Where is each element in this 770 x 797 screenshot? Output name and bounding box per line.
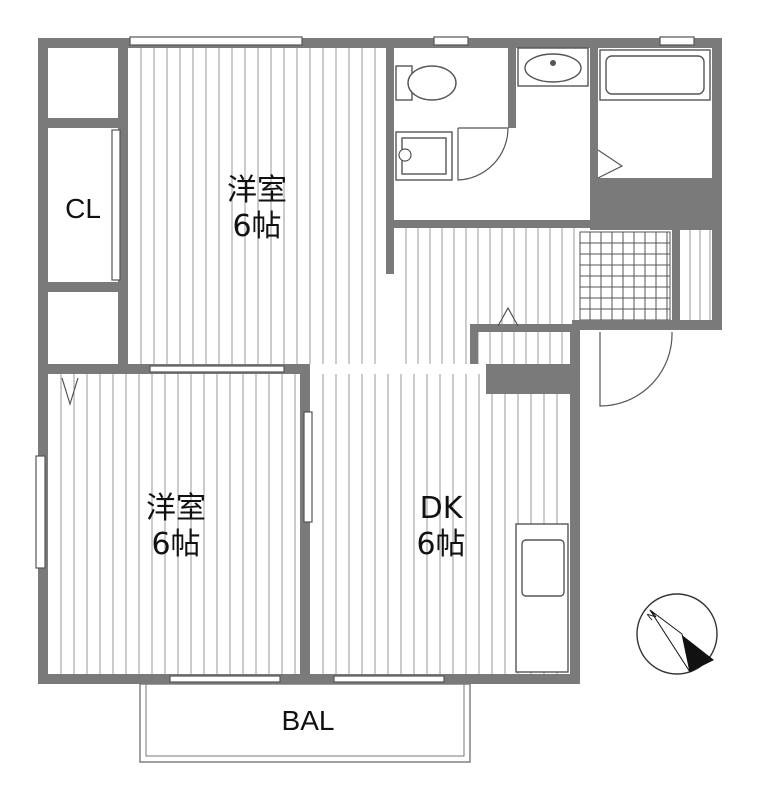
bathtub-icon	[599, 49, 711, 101]
dk-name: DK	[420, 491, 464, 526]
windows	[35, 36, 695, 683]
washbasin-icon	[517, 47, 589, 87]
entrance-tile-grid	[579, 231, 671, 325]
compass-north-icon: N	[636, 593, 718, 675]
floor-boards	[60, 48, 711, 674]
dk-size: 6帖	[416, 527, 465, 562]
closet-label: CL	[65, 193, 101, 224]
kitchen-sink-icon	[515, 523, 569, 673]
balcony-label: BAL	[282, 705, 335, 736]
door-swings	[61, 127, 673, 407]
toilet-icon	[395, 65, 457, 101]
lower-room-size: 6帖	[151, 527, 200, 562]
walls	[38, 38, 722, 684]
upper-room-size: 6帖	[232, 209, 281, 244]
balcony-inner-rail	[145, 683, 465, 757]
upper-room-name: 洋室	[227, 173, 287, 208]
washing-machine-pan-icon	[395, 131, 453, 181]
balcony-outline	[139, 683, 471, 763]
lower-room-name: 洋室	[146, 491, 206, 526]
